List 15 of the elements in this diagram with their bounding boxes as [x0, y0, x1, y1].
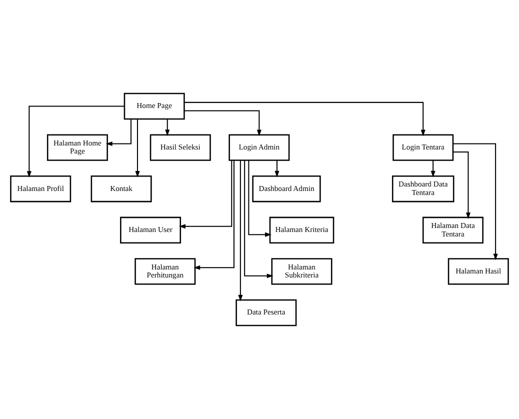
arrow	[453, 143, 498, 260]
arrow	[165, 119, 170, 136]
arrow	[135, 118, 140, 178]
arrow	[178, 160, 232, 229]
arrow	[430, 160, 436, 178]
arrow	[453, 151, 470, 219]
arrow	[194, 160, 234, 270]
arrow	[184, 110, 262, 136]
arrow	[248, 160, 272, 237]
arrow	[26, 106, 124, 178]
arrow	[244, 160, 274, 278]
arrow	[184, 102, 426, 136]
arrow	[238, 160, 243, 302]
arrow	[106, 119, 132, 146]
arrow	[274, 160, 280, 178]
